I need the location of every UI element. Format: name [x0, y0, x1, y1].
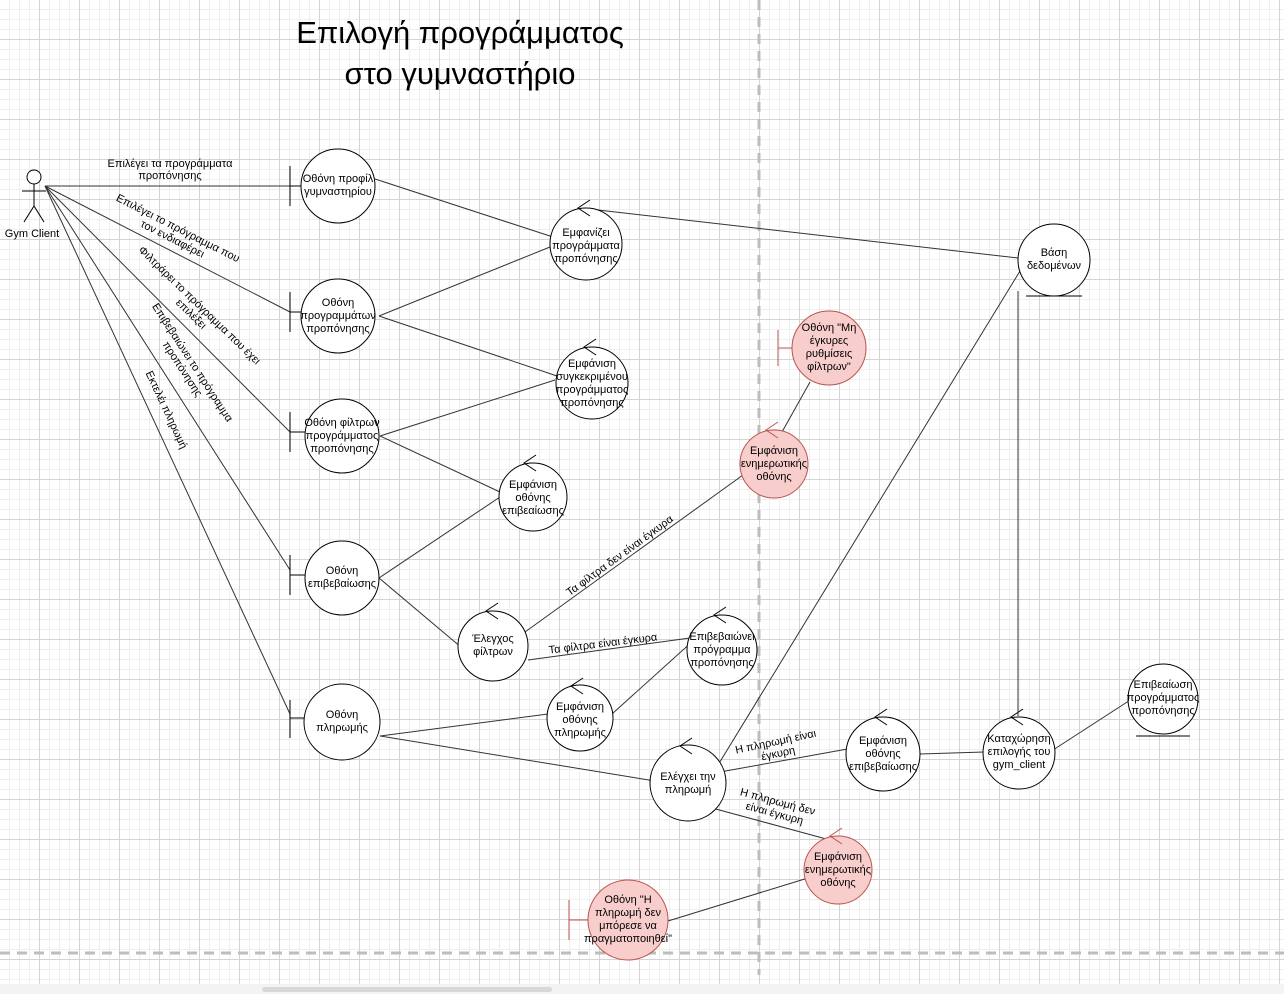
horizontal-scrollbar-thumb[interactable] [262, 987, 552, 992]
boundary-programs-shape [289, 278, 376, 354]
connector [44, 185, 291, 715]
connector [374, 178, 554, 238]
horizontal-scrollbar-track[interactable] [0, 984, 1284, 994]
connector [44, 185, 291, 571]
actor-leg-left [23, 205, 35, 223]
actor-head [26, 169, 42, 185]
connector [378, 577, 463, 649]
control-register-selection-shape [982, 708, 1056, 790]
connector [44, 185, 291, 313]
connector [524, 474, 744, 633]
connector [719, 747, 854, 773]
control-confirms-program-shape [686, 606, 758, 686]
connector [1052, 694, 1139, 751]
connector [527, 637, 691, 661]
connector [611, 639, 695, 715]
connector [379, 735, 656, 782]
connectors [44, 178, 1139, 922]
control-show-specific-shape [555, 338, 629, 420]
entity-database-shape [1017, 223, 1091, 297]
connector [667, 877, 809, 922]
actor-gym-client [22, 169, 46, 223]
control-show-confirm-screen-shape [498, 454, 568, 532]
boundary-invalid-filters-shape [777, 310, 867, 386]
boundary-payment-shape [289, 683, 381, 761]
connector [378, 246, 551, 317]
control-show-confirm-screen2-shape [845, 708, 921, 792]
entity-program-confirmation-shape [1127, 663, 1199, 737]
actor-leg-right [33, 205, 45, 223]
actor-label: Gym Client [4, 228, 60, 240]
connector [597, 209, 1019, 259]
title-line-2: στο γυμναστήριο [344, 56, 576, 91]
connector [379, 713, 549, 737]
diagram-title: Επιλογή προγράμματος στο γυμναστήριο [280, 12, 640, 94]
title-line-1: Επιλογή προγράμματος [296, 15, 624, 50]
boundary-filters-shape [289, 398, 380, 474]
connector [378, 496, 501, 579]
connector [711, 807, 831, 841]
control-show-payment-screen-shape [546, 677, 614, 752]
connector [781, 381, 811, 433]
control-check-payment-shape [649, 737, 727, 822]
control-info-payment-shape [803, 827, 873, 905]
control-show-programs-shape [549, 199, 623, 281]
control-info-filters-shape [739, 421, 809, 499]
connector [379, 435, 501, 493]
boundary-confirm-shape [289, 540, 380, 616]
connector [717, 270, 1021, 766]
connector [379, 379, 556, 437]
connector [44, 185, 291, 433]
connector [378, 315, 558, 377]
boundary-profile-shape [289, 148, 376, 224]
boundary-payment-failed-shape [568, 879, 669, 961]
control-check-filters-shape [457, 602, 529, 682]
connector [919, 751, 985, 755]
